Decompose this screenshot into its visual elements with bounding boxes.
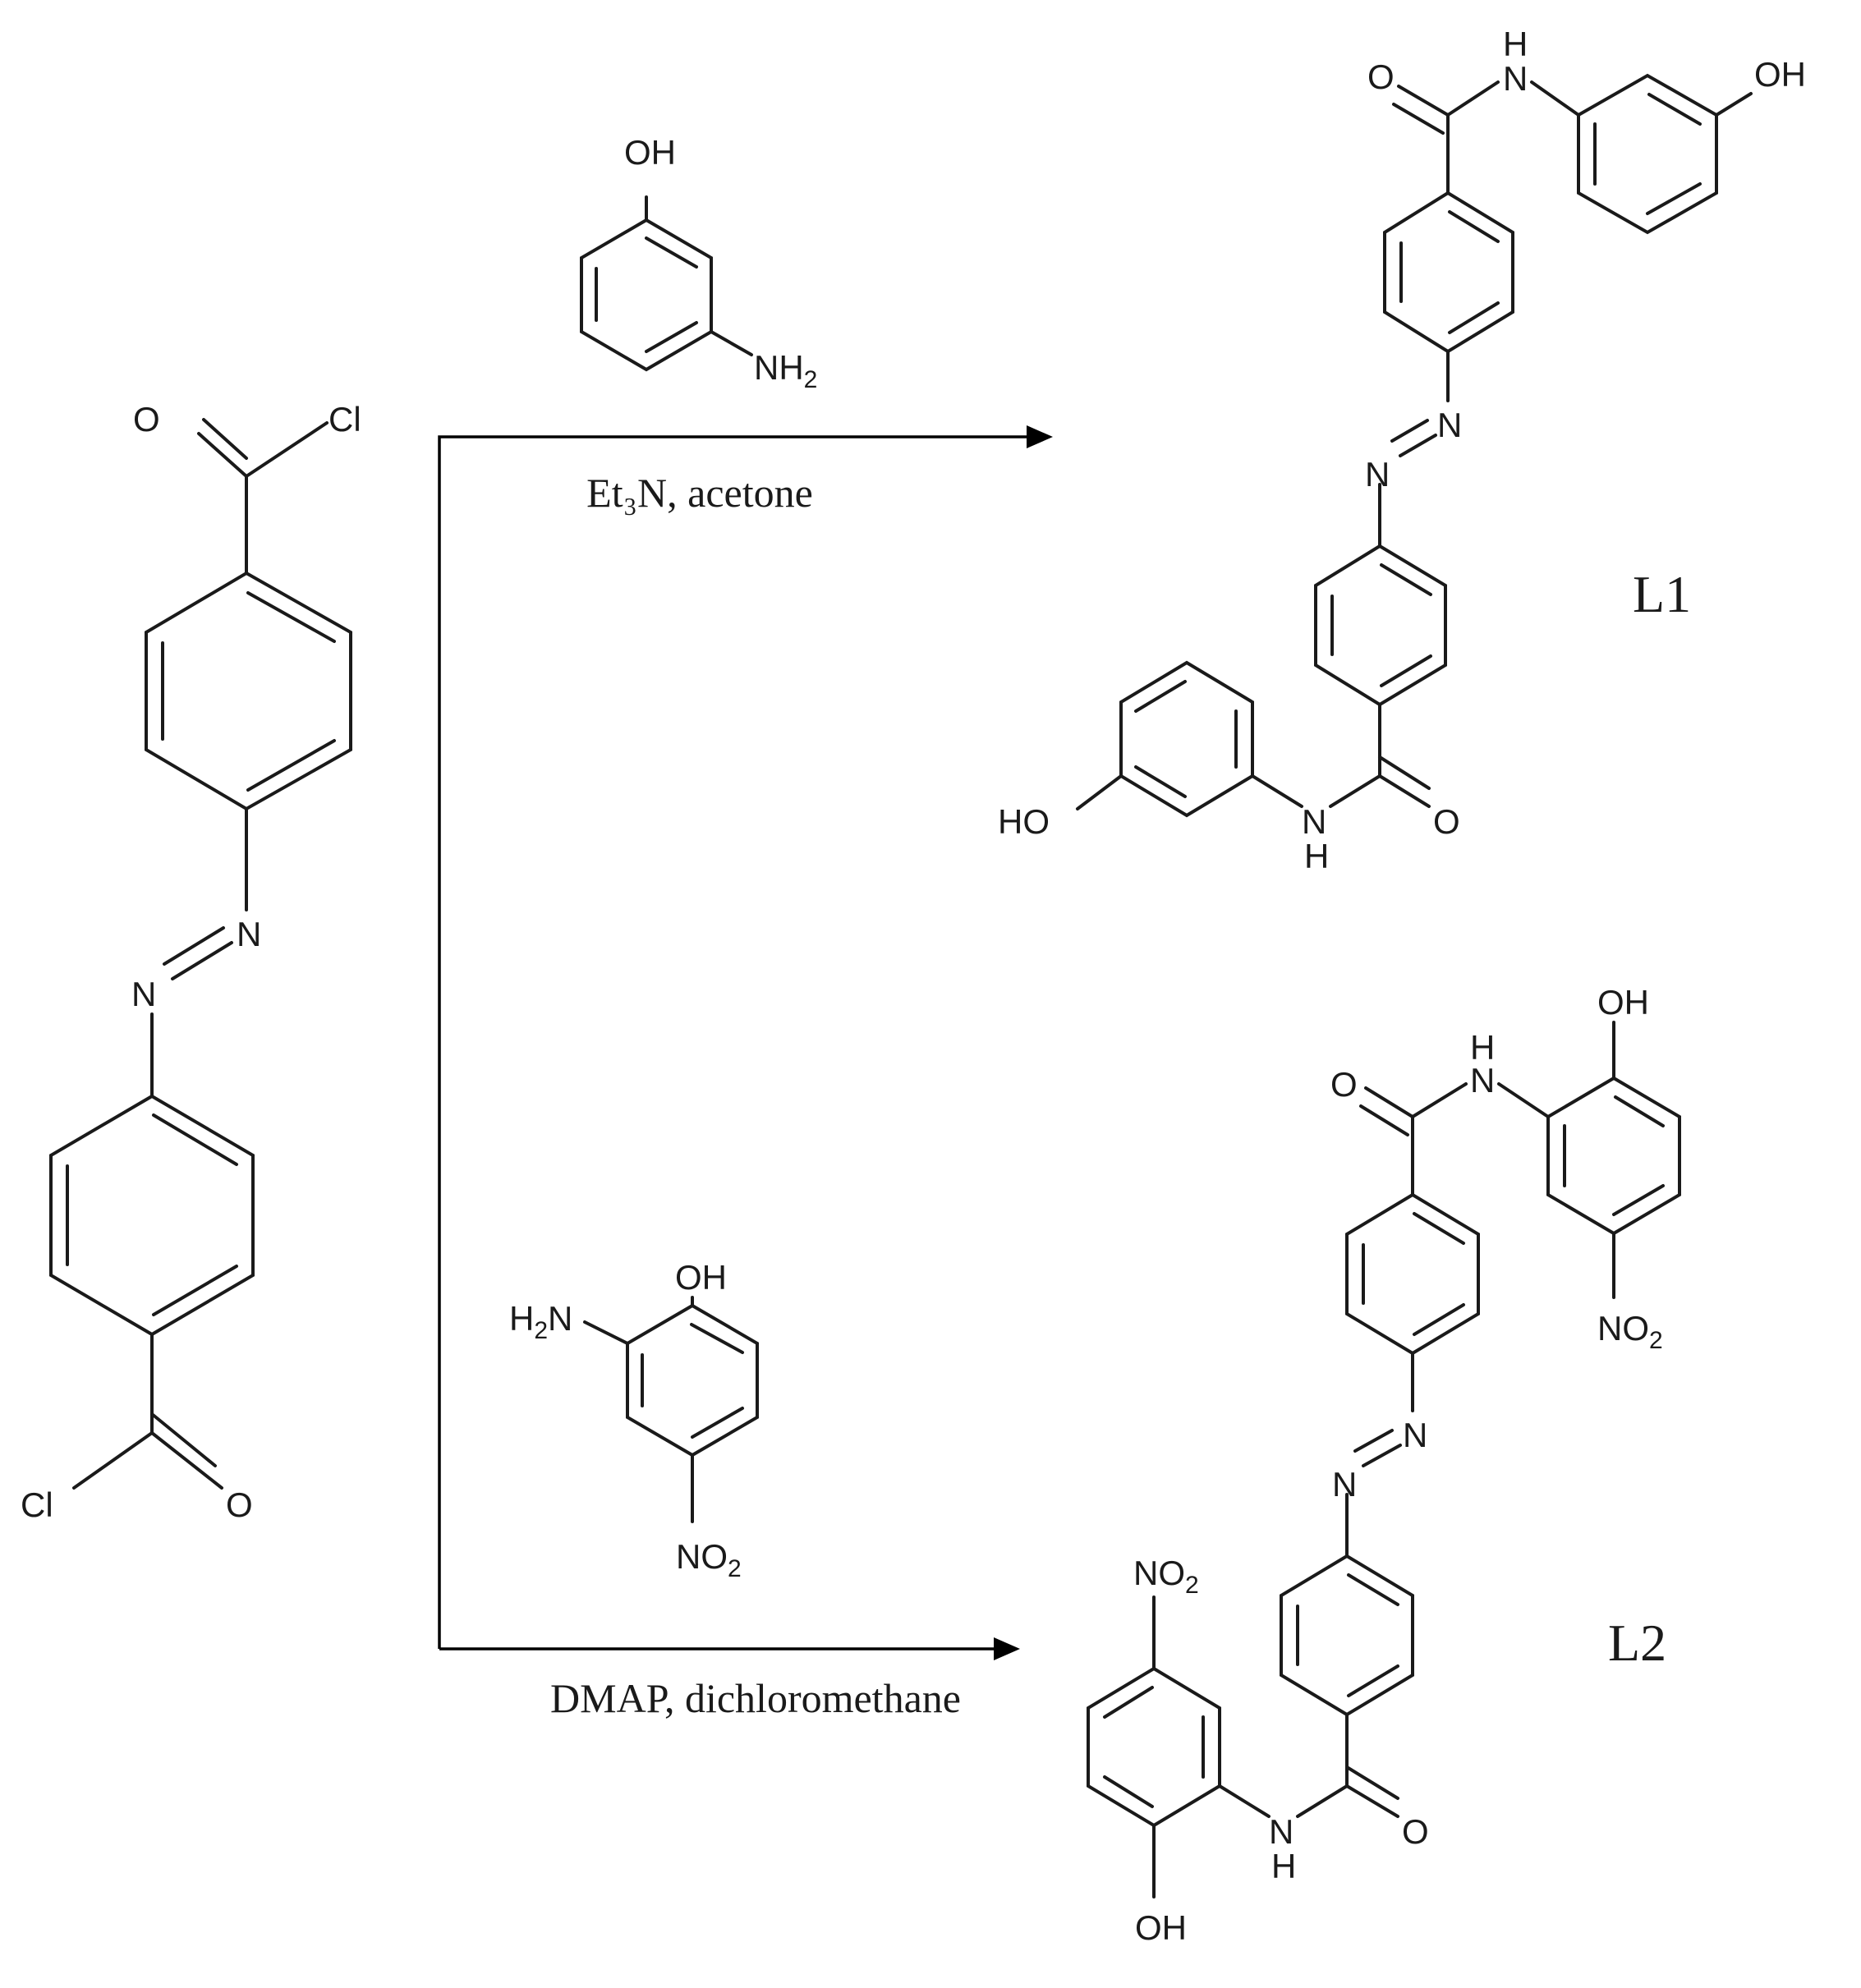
product-label-l1: L1 — [1633, 565, 1691, 623]
amide-nitrogen: N — [1503, 59, 1528, 98]
chlorine-atom: Cl — [21, 1485, 53, 1524]
nitro-group: NO2 — [1597, 1309, 1663, 1354]
nitro-group: NO2 — [676, 1537, 742, 1582]
carbonyl-oxygen: O — [133, 400, 160, 438]
amide-hydrogen: H — [1503, 25, 1528, 63]
carbonyl-oxygen: O — [1433, 802, 1460, 841]
carbonyl-oxygen: O — [1367, 57, 1395, 96]
product-l2: O H N OH NO2 N N O N H NO2 OH — [1087, 983, 1681, 1947]
hydroxyl-group: OH — [1754, 55, 1806, 94]
bottom-reaction-conditions: DMAP, dichloromethane — [550, 1675, 961, 1721]
hydroxyl-group: HO — [998, 802, 1050, 841]
arrow-head — [994, 1637, 1020, 1660]
reagent-2-amino-4-nitrophenol: OH H2N NO2 — [509, 1258, 759, 1582]
amino-group: H2N — [509, 1299, 572, 1344]
hydroxyl-group: OH — [675, 1258, 727, 1297]
amide-hydrogen: H — [1271, 1847, 1296, 1885]
azo-nitrogen: N — [1332, 1465, 1357, 1504]
arrow-head — [1027, 425, 1053, 448]
product-l1: O H N OH N N O N H HO — [998, 25, 1806, 875]
top-reaction-conditions: Et₃N, acetone — [586, 470, 813, 516]
hydroxyl-group: OH — [1597, 983, 1649, 1022]
reaction-arrows — [438, 425, 1053, 1660]
product-label-l2: L2 — [1608, 1614, 1666, 1672]
amide-hydrogen: H — [1304, 837, 1329, 875]
carbonyl-oxygen: O — [1330, 1065, 1358, 1104]
hydroxyl-group: OH — [624, 133, 676, 172]
carbonyl-oxygen: O — [1402, 1812, 1429, 1851]
hydroxyl-group: OH — [1135, 1908, 1187, 1947]
reagent-3-aminophenol: OH NH2 — [580, 133, 817, 393]
amide-nitrogen: N — [1302, 802, 1326, 841]
azo-nitrogen: N — [131, 975, 156, 1013]
amide-nitrogen: N — [1269, 1812, 1294, 1851]
azo-nitrogen: N — [1403, 1416, 1427, 1454]
azo-nitrogen: N — [237, 915, 261, 953]
carbonyl-oxygen: O — [226, 1485, 253, 1524]
azo-nitrogen: N — [1365, 455, 1390, 494]
chlorine-atom: Cl — [329, 400, 361, 438]
nitro-group: NO2 — [1133, 1554, 1199, 1599]
amino-group: NH2 — [754, 348, 817, 393]
azo-nitrogen: N — [1437, 406, 1462, 444]
amide-hydrogen: H — [1470, 1028, 1495, 1067]
starting-material: O Cl N N O Cl — [21, 400, 361, 1524]
amide-nitrogen: N — [1470, 1061, 1495, 1100]
